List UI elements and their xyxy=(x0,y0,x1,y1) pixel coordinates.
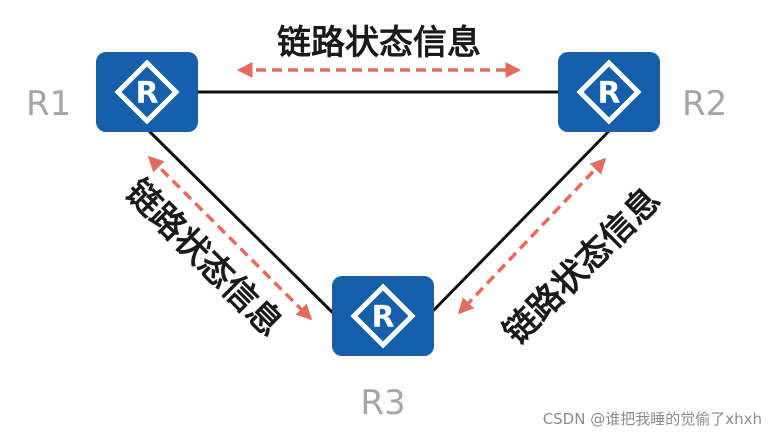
lsa-label-top: 链路状态信息 xyxy=(277,23,481,63)
lsa-label-left: 链路状态信息 xyxy=(118,172,291,345)
router-icon xyxy=(332,276,434,356)
router-symbol: R xyxy=(135,76,158,111)
router-diamond xyxy=(350,283,416,349)
lsa-arrow-r1-r3 xyxy=(147,155,313,321)
router-r3: R xyxy=(332,276,434,356)
lsa-label-right: 链路状态信息 xyxy=(496,180,669,353)
router-r1: R xyxy=(96,52,198,132)
router-diamond xyxy=(114,59,180,125)
router-label-r2: R2 xyxy=(682,84,727,124)
router-label-r1: R1 xyxy=(26,84,71,124)
watermark-text: CSDN @谁把我睡的觉偷了xhxh xyxy=(543,410,762,428)
router-symbol: R xyxy=(597,76,620,111)
router-symbol: R xyxy=(371,300,394,335)
router-icon xyxy=(558,52,660,132)
lsa-arrow-r2-r3 xyxy=(457,157,607,315)
router-r2: R xyxy=(558,52,660,132)
router-label-r3: R3 xyxy=(360,383,405,423)
router-diamond xyxy=(576,59,642,125)
router-icon xyxy=(96,52,198,132)
